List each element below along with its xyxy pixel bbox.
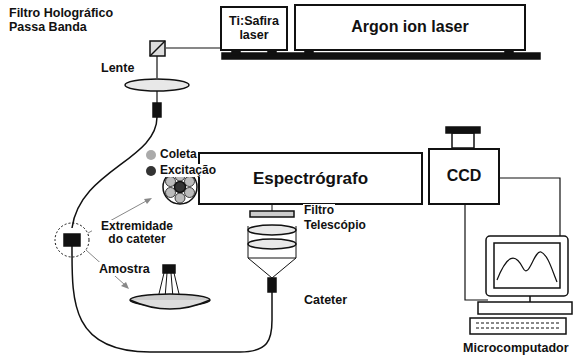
catheter-fiber (72, 246, 272, 352)
monitor (486, 236, 568, 296)
ccd-box: CCD (428, 148, 500, 205)
part-label: Telescópio (303, 219, 367, 232)
box-text: Ti:Safira laser (225, 15, 283, 41)
part-label: Lente (100, 61, 135, 75)
filter-plate (250, 211, 294, 217)
box-text: Espectrógrafo (253, 170, 368, 188)
box-text: CCD (447, 168, 482, 185)
part-label: Cateter (303, 293, 348, 307)
part-label: Extremidade do cateter (92, 220, 182, 247)
laser-box: Ti:Safira laser (220, 6, 288, 51)
part-label: Filtro (303, 204, 335, 217)
ccd-cable (500, 178, 560, 236)
ccd-cooler (452, 133, 474, 148)
part-label: Filtro Holográfico Passa Banda (8, 6, 145, 34)
computer-case (478, 302, 572, 314)
laser-beam (166, 47, 220, 48)
fiber-connector (153, 103, 161, 117)
legend-label: Coleta (159, 148, 198, 161)
telescope-lens (248, 239, 296, 249)
excitation-fiber (72, 117, 157, 228)
laser-box: Argon ion laser (294, 4, 526, 51)
box-text: Argon ion laser (351, 19, 468, 36)
legend-label: Excitação (159, 164, 217, 177)
keyboard (470, 318, 566, 334)
part-label: Microcomputador (462, 341, 570, 355)
part-label: Amostra (98, 262, 151, 276)
filter-cube (150, 41, 165, 56)
spectrograph-box: Espectrógrafo (198, 152, 423, 205)
lens (125, 79, 189, 91)
